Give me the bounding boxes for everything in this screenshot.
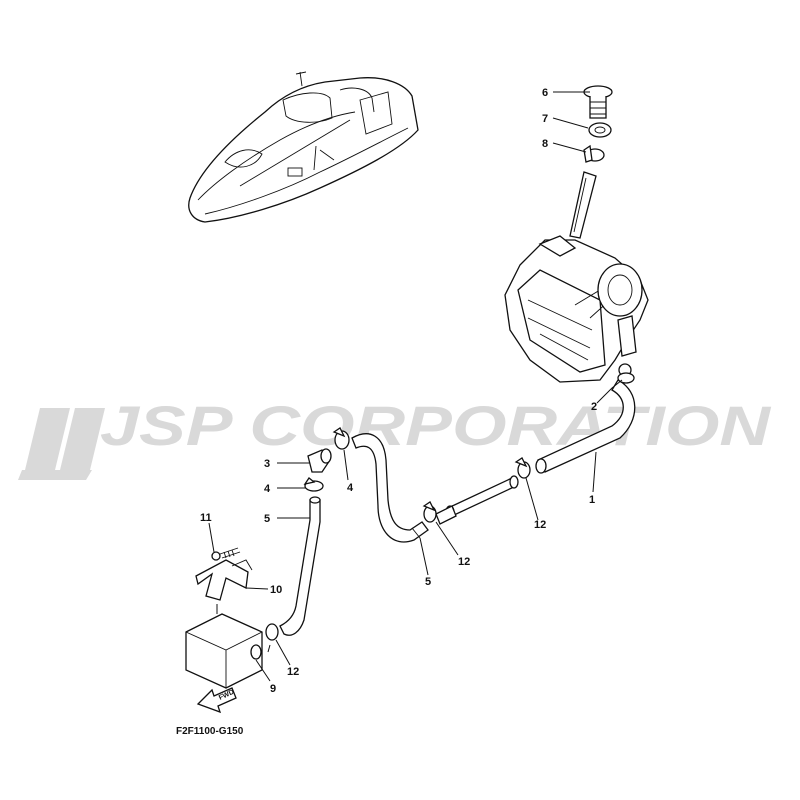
jsp-logo-mark (18, 408, 105, 480)
box-part-9 (185, 613, 263, 689)
callout-12-left: 12 (287, 666, 299, 678)
callout-10: 10 (270, 584, 282, 596)
callout-labels: 1 2 3 4 4 5 5 6 7 8 9 10 11 12 12 12 (200, 87, 597, 695)
callout-12-right: 12 (534, 519, 546, 531)
callout-8: 8 (542, 138, 548, 150)
callout-4-middle: 4 (347, 482, 354, 494)
diagram-code: F2F1100-G150 (176, 726, 244, 737)
hose-part-1 (535, 379, 636, 474)
callout-12-middle: 12 (458, 556, 470, 568)
callout-3: 3 (264, 458, 270, 470)
callout-5-left: 5 (264, 513, 270, 525)
connector-pipe (435, 475, 519, 525)
cap-part-6 (583, 85, 613, 119)
flush-hose-upper (569, 171, 597, 239)
gasket-part-7 (588, 122, 612, 138)
elbow-part-3 (307, 448, 332, 473)
callout-1: 1 (589, 494, 595, 506)
watercraft-illustration (188, 71, 419, 223)
watermark-text: JSP CORPORATION (100, 394, 772, 457)
leader-lines (208, 91, 623, 682)
clamp-part-8 (583, 144, 605, 163)
jet-pump-housing (504, 235, 649, 383)
clamp-part-12-middle (422, 501, 437, 523)
callout-6: 6 (542, 87, 548, 99)
screw-part-11 (211, 547, 241, 561)
callout-9: 9 (270, 683, 276, 695)
watermark: JSP CORPORATION (18, 394, 772, 480)
clamp-part-12-left (265, 623, 279, 641)
fwd-arrow-icon: FWD (196, 687, 237, 714)
bracket-part-10 (195, 559, 253, 601)
callout-5-middle: 5 (425, 576, 431, 588)
clamp-part-12-right (514, 457, 531, 479)
clamp-part-4-left (303, 477, 324, 492)
callout-11: 11 (200, 512, 212, 524)
callout-4-left: 4 (264, 483, 271, 495)
hose-part-5-left (279, 496, 321, 636)
callout-7: 7 (542, 113, 548, 125)
clamp-part-4-middle (332, 427, 350, 450)
hose-part-5-middle (351, 433, 429, 543)
callout-2: 2 (591, 401, 597, 413)
